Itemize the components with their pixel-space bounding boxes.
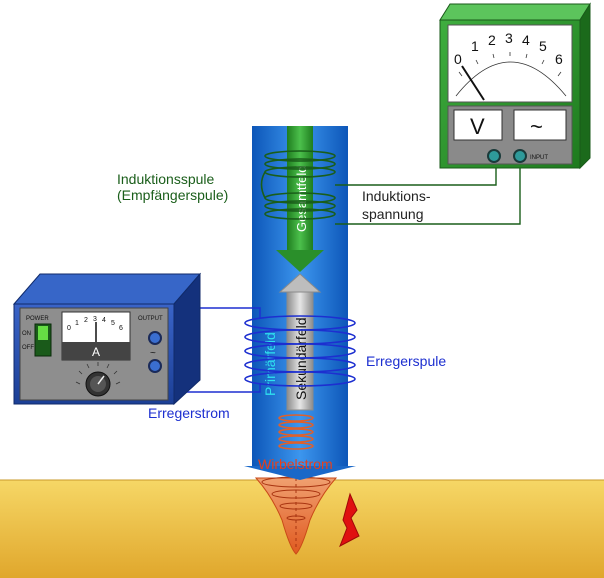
primary-field-label: Primärfeld (262, 332, 278, 396)
exciter-coil-label: Erregerspule (366, 353, 446, 369)
voltmeter-needle (461, 65, 485, 101)
voltmeter-scale-3: 3 (505, 30, 513, 46)
voltmeter-scale-2: 2 (488, 32, 496, 48)
voltmeter-ac-button[interactable] (513, 109, 567, 141)
output-jack-2[interactable] (148, 359, 162, 373)
voltmeter-dial (447, 24, 573, 103)
ammeter-scale-4: 4 (102, 317, 106, 324)
receiver-coil-label: Induktionsspule (117, 171, 215, 187)
voltmeter-scale-ticks (458, 52, 562, 77)
total-field-label: Gesamtfeld (294, 166, 309, 232)
output-label: OUTPUT (138, 316, 163, 322)
voltmeter-input-label: INPUT (530, 155, 548, 161)
eddy-current-loops (278, 414, 314, 450)
ammeter-scale-2: 2 (84, 317, 88, 324)
crack-defect (339, 492, 360, 548)
secondary-field-arrow (278, 273, 322, 411)
eddy-current-label: Wirbelstrom (258, 456, 333, 472)
voltmeter-v-button-label: V (470, 114, 485, 139)
voltmeter-scale-4: 4 (522, 32, 530, 48)
power-label: POWER (26, 316, 49, 322)
exciter-current-label: Erregerstrom (148, 405, 230, 421)
output-jack-1[interactable] (148, 331, 162, 345)
induced-voltage-label: Induktions- (362, 188, 431, 204)
voltmeter-v-button[interactable] (453, 109, 503, 141)
power-supply: POWER ON OFF A 0 1 2 3 4 5 6 OUTPUT ~ (12, 272, 202, 406)
receiver-coil (260, 150, 336, 220)
voltmeter-scale-5: 5 (539, 38, 547, 54)
power-on-label: ON (22, 331, 31, 337)
receiver-coil-sublabel: (Empfängerspule) (117, 187, 228, 203)
ammeter-unit: A (92, 345, 100, 359)
induced-voltage-sublabel: spannung (362, 206, 424, 222)
ammeter-scale-1: 1 (75, 320, 79, 327)
exciter-coil (244, 315, 356, 387)
eddy-current-cone (254, 476, 338, 555)
ammeter-scale-6: 6 (119, 325, 123, 332)
voltmeter-input-jack-2[interactable] (513, 149, 527, 163)
voltmeter-ac-button-label: ~ (530, 114, 543, 139)
output-ac-symbol: ~ (150, 348, 156, 359)
voltmeter-input-jack-1[interactable] (487, 149, 501, 163)
power-knob[interactable] (75, 362, 121, 397)
ammeter-scale-5: 5 (111, 320, 115, 327)
power-off-label: OFF (22, 345, 34, 351)
voltmeter-scale-6: 6 (555, 51, 563, 67)
ammeter-scale-3: 3 (93, 316, 97, 323)
voltmeter-scale-0: 0 (454, 51, 462, 67)
voltmeter-scale-1: 1 (471, 38, 479, 54)
total-field-arrow (276, 126, 324, 272)
ammeter-scale-0: 0 (67, 325, 71, 332)
voltmeter: 0 1 2 3 4 5 6 V ~ INPUT (439, 2, 591, 170)
